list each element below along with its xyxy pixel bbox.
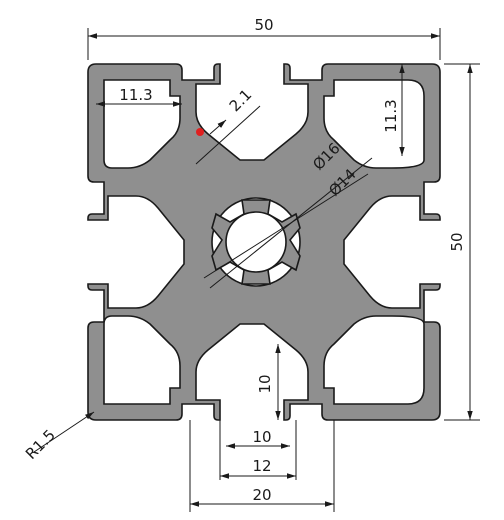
label-groove-depth: 10: [256, 374, 274, 393]
dim-corner-radius: R1.5: [22, 411, 95, 463]
label-corner-radius: R1.5: [22, 426, 59, 463]
marker-dot: [196, 128, 204, 136]
dim-slot-depth: 11.3: [382, 64, 405, 156]
dim-bottom-openings: 10 12 20: [189, 420, 335, 512]
dim-overall-height: 50: [444, 63, 480, 421]
dim-overall-width: 50: [87, 16, 441, 60]
cavity-bottom-right: [323, 315, 425, 405]
label-overall-width: 50: [254, 16, 273, 34]
center-inner-bore: [225, 211, 287, 273]
cavity-top-right: [323, 79, 425, 169]
label-slot-width: 11.3: [119, 86, 152, 104]
label-opening-inner: 10: [252, 428, 271, 446]
label-opening-outer: 20: [252, 486, 271, 504]
label-opening-mid: 12: [252, 457, 271, 475]
label-overall-height: 50: [448, 232, 466, 251]
label-wall-thickness: 2.1: [226, 86, 256, 116]
cavity-bottom-left: [103, 315, 181, 405]
label-slot-depth: 11.3: [382, 99, 400, 132]
dim-slot-width: 11.3: [96, 86, 182, 107]
profile-body: [87, 63, 441, 421]
dim-groove-depth: 10: [256, 344, 281, 420]
